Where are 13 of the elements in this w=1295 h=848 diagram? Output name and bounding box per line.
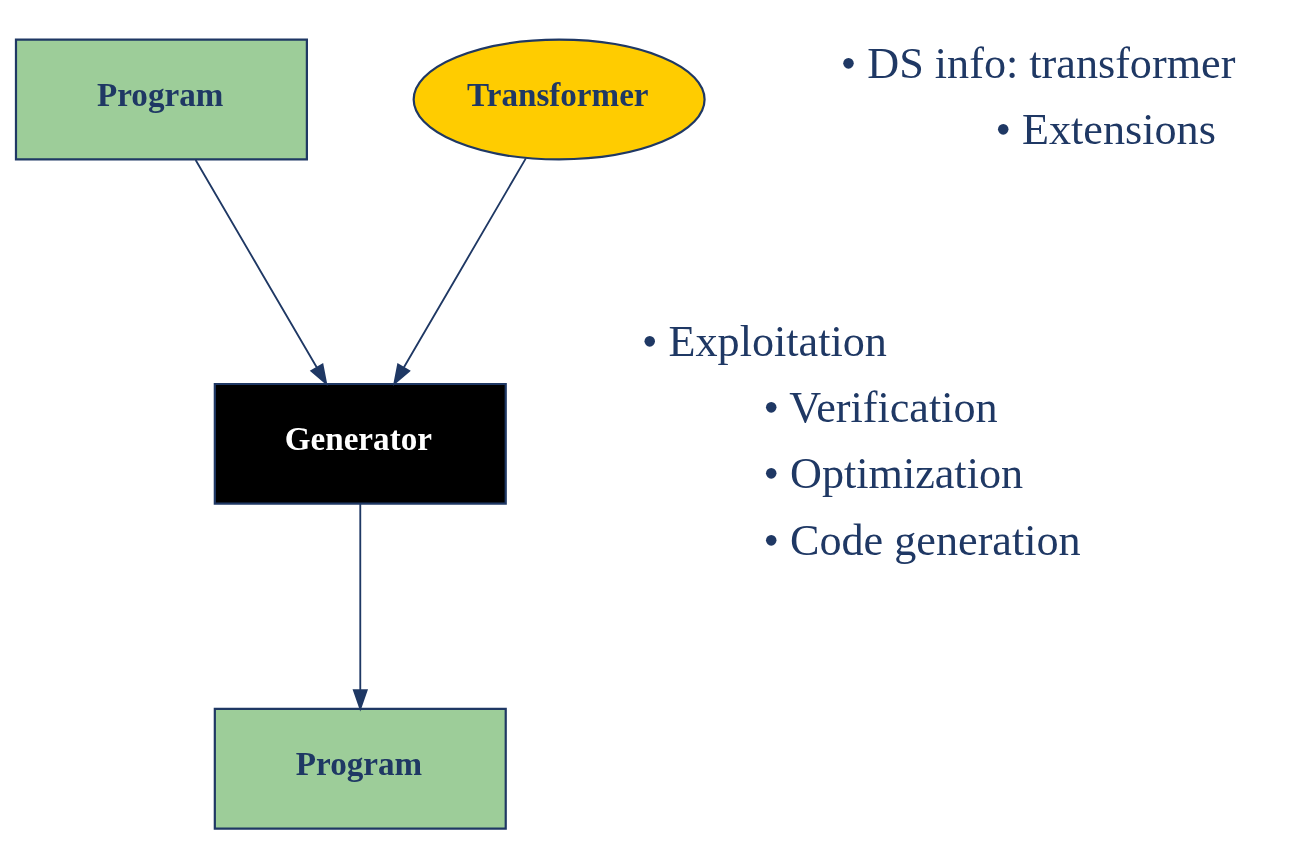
node-box: Generator (213, 382, 507, 505)
node-box: Program (14, 38, 308, 160)
arrow (194, 158, 328, 386)
label: • Optimization (763, 448, 1024, 498)
arrow (392, 156, 527, 386)
node-ellipse: Transformer (412, 38, 706, 160)
arrow (352, 502, 368, 711)
label: • Verification (763, 382, 998, 432)
label: • Extensions (995, 104, 1216, 154)
label: • Code generation (763, 515, 1081, 565)
label: • DS info: transformer (840, 38, 1236, 88)
label: • Exploitation (641, 316, 887, 366)
node-box: Program (213, 707, 507, 830)
